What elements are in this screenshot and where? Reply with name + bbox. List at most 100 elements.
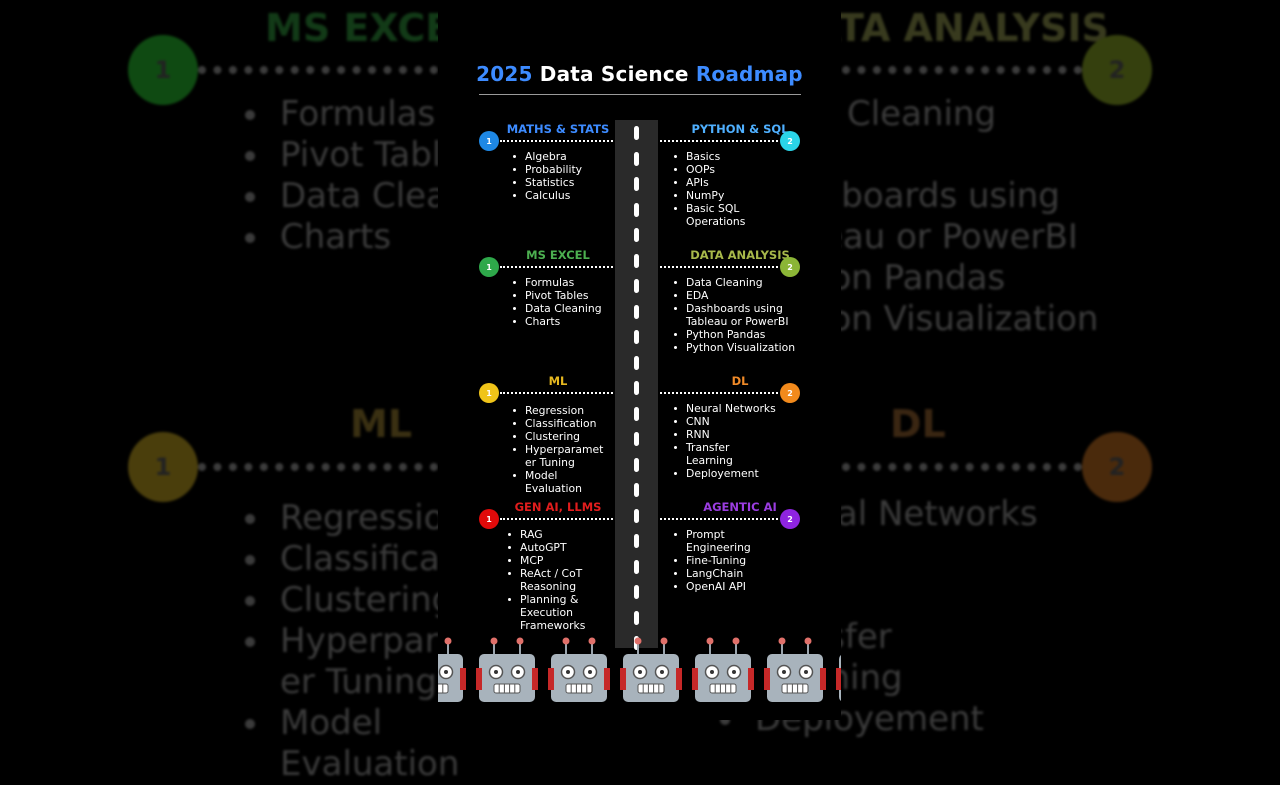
road-dash [634, 457, 639, 472]
connector-dots-genai [500, 518, 613, 520]
connector-dots-dl [660, 392, 778, 394]
list-item: Clustering [513, 430, 603, 443]
section-title-analysis: DATA ANALYSIS [690, 248, 790, 262]
bg-node-excel: 1 [128, 35, 198, 105]
connector-dots-maths [500, 140, 613, 142]
list-item: LangChain [674, 567, 751, 580]
road-dash [634, 202, 639, 217]
list-item: APIs [674, 176, 745, 189]
bg-list-item: Charts [245, 217, 521, 258]
title-roadmap: Roadmap [695, 62, 803, 86]
list-item: MCP [508, 554, 585, 567]
list-item: Fine-Tuning [674, 554, 751, 567]
list-item: Calculus [513, 189, 582, 202]
step-node-python: 2 [780, 131, 800, 151]
page-title: 2025 Data Science Roadmap [438, 62, 841, 86]
section-title-dl: DL [731, 374, 749, 388]
roadmap-panel: 2025 Data Science Roadmap MATHS & STATS 1… [438, 0, 841, 720]
list-item: RAG [508, 528, 585, 541]
section-title-ml: ML [548, 374, 568, 388]
connector-dots-ml [500, 392, 613, 394]
robot-icon [764, 637, 826, 702]
list-item: Basics [674, 150, 745, 163]
bg-list-item: Regression [245, 498, 527, 539]
step-node-analysis: 2 [780, 257, 800, 277]
bg-dots-left-top [198, 66, 438, 74]
section-title-agentic: AGENTIC AI [703, 500, 777, 514]
bg-node-ml: 1 [128, 432, 198, 502]
road-dash [634, 406, 639, 421]
step-node-excel: 1 [479, 257, 499, 277]
list-item: Charts [513, 315, 602, 328]
step-node-agentic: 2 [780, 509, 800, 529]
road-dash [634, 279, 639, 293]
bg-list-item: Clustering [245, 580, 527, 621]
list-item: AutoGPT [508, 541, 585, 554]
road-dash [634, 151, 639, 166]
title-middle: Data Science [532, 62, 696, 86]
list-item: NumPy [674, 189, 745, 202]
list-item: Regression [513, 404, 603, 417]
list-item: Data Cleaning [674, 276, 795, 289]
list-item: Classification [513, 417, 603, 430]
list-item: EDA [674, 289, 795, 302]
robot-icon [620, 637, 682, 702]
list-item: CNN [674, 415, 776, 428]
road-dash [634, 304, 639, 319]
bg-dots-right-bottom [842, 463, 1082, 471]
robot-icon [438, 637, 466, 702]
step-node-maths: 1 [479, 131, 499, 151]
road-dash [634, 355, 639, 370]
bg-node-dl: 2 [1082, 432, 1152, 502]
road-dash [634, 585, 639, 599]
section-title-python: PYTHON & SQL [691, 122, 789, 136]
road-dash [634, 483, 639, 497]
list-item: Python Visualization [674, 341, 795, 354]
list-item: Python Pandas [674, 328, 795, 341]
list-item: OOPs [674, 163, 745, 176]
bg-list-item: Evaluation [280, 744, 460, 784]
title-underline [479, 94, 801, 95]
bg-node-analysis: 2 [1082, 35, 1152, 105]
list-item: Statistics [513, 176, 582, 189]
list-item: Pivot Tables [513, 289, 602, 302]
section-title-genai: GEN AI, LLMS [514, 500, 602, 514]
list-item: Neural Networks [674, 402, 776, 415]
connector-dots-python [660, 140, 778, 142]
road [615, 120, 658, 650]
robot-row [438, 637, 841, 702]
step-node-ml: 1 [479, 383, 499, 403]
bg-dots-left-bottom [198, 463, 438, 471]
connector-dots-agentic [660, 518, 778, 520]
section-title-maths: MATHS & STATS [506, 122, 610, 136]
connector-dots-excel [500, 266, 613, 268]
road-dash [634, 253, 639, 268]
bg-list-item: er Tuning [280, 662, 437, 702]
road-dash [634, 610, 639, 625]
list-item: Algebra [513, 150, 582, 163]
list-item: Formulas [513, 276, 602, 289]
list-item: OpenAI API [674, 580, 751, 593]
road-dash [634, 228, 639, 242]
list-item: Probability [513, 163, 582, 176]
road-dash [634, 534, 639, 548]
robot-icon [476, 637, 538, 702]
road-dash [634, 177, 639, 191]
step-node-genai: 1 [479, 509, 499, 529]
list-item: Data Cleaning [513, 302, 602, 315]
